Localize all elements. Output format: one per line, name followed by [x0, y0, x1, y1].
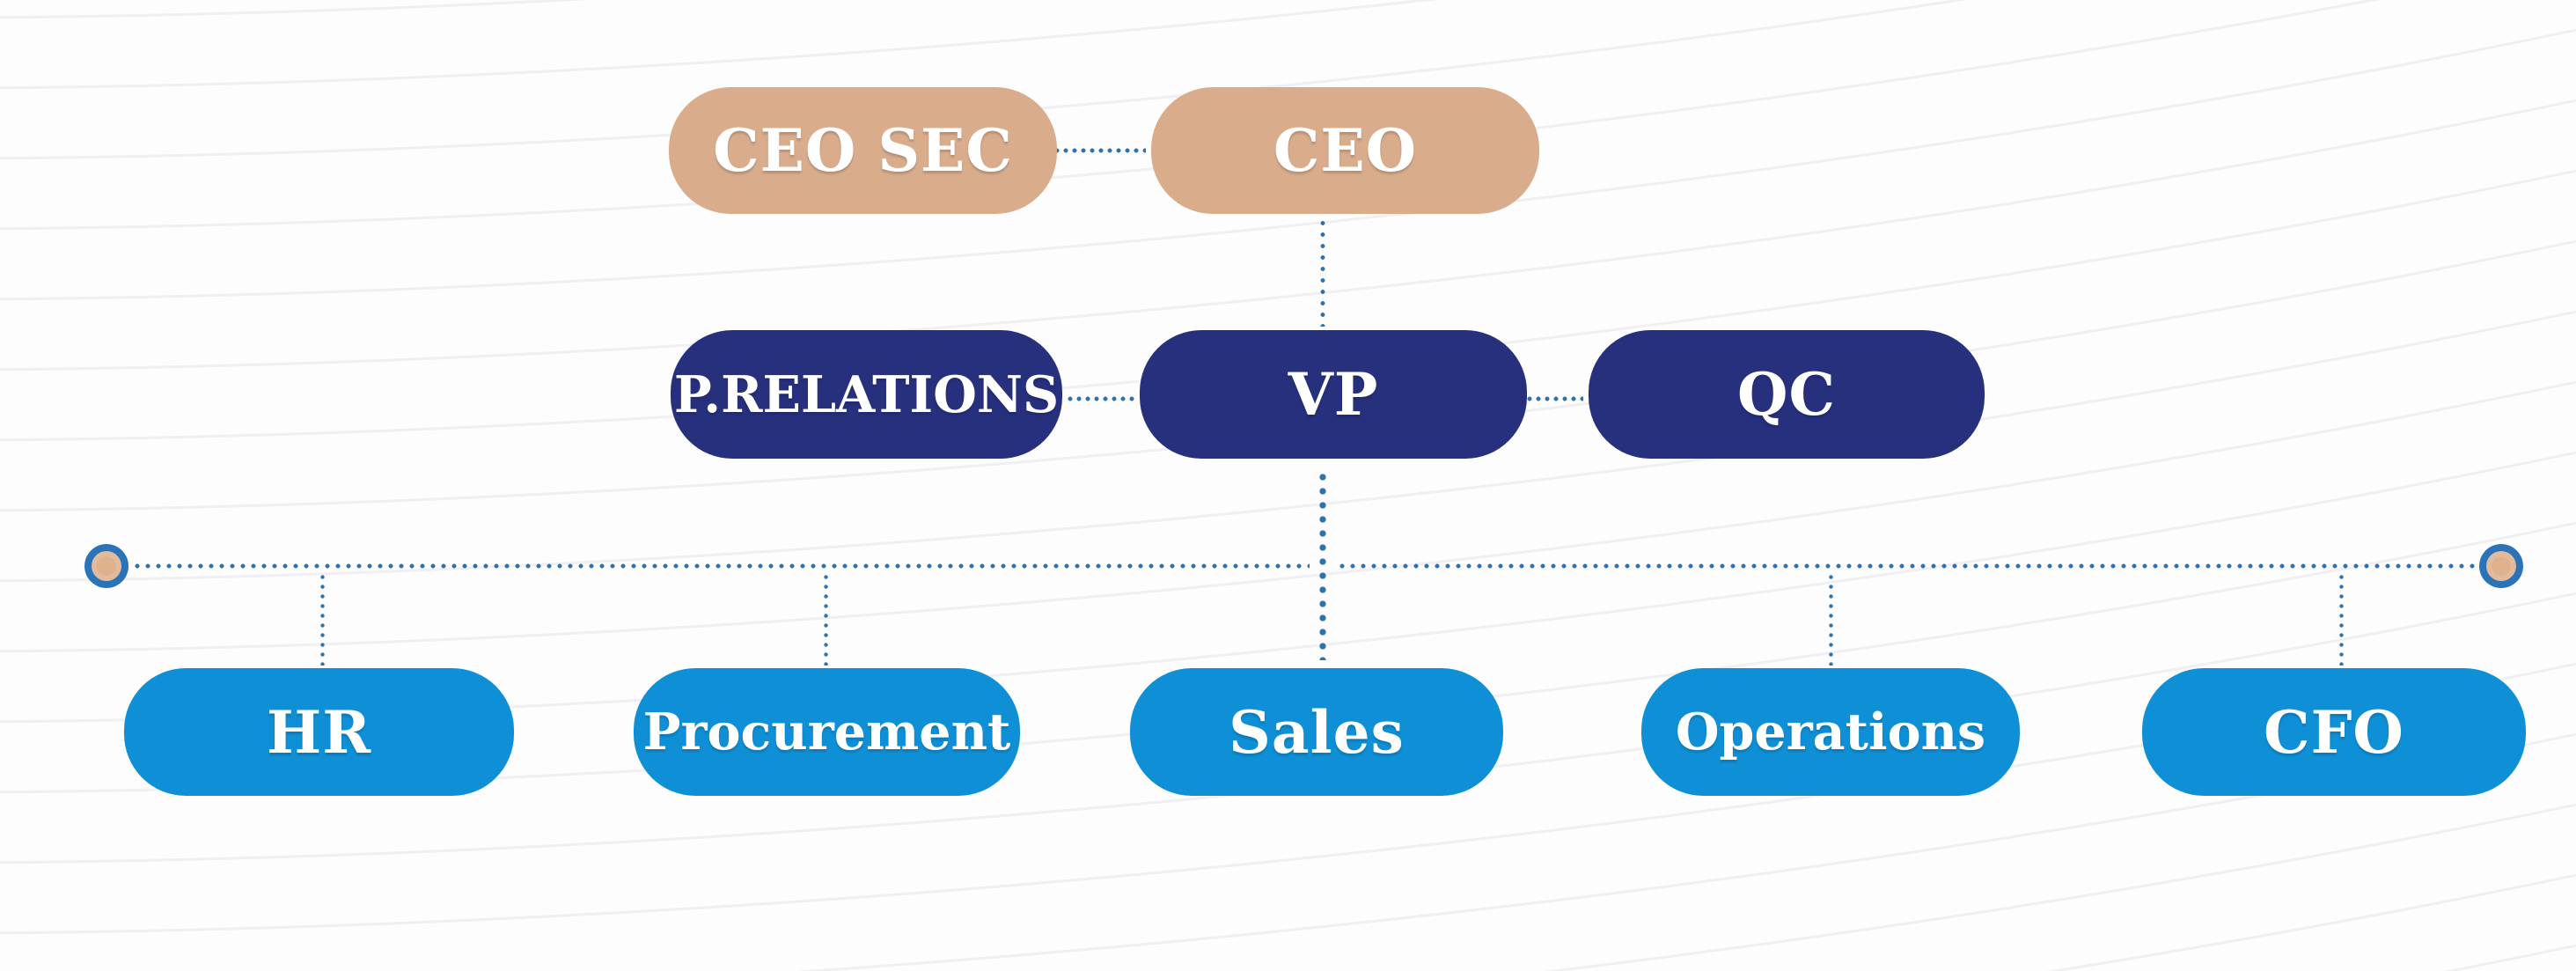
node-p-relations-label: P.RELATIONS	[673, 364, 1060, 424]
rail-endpoint-right-icon	[2479, 544, 2523, 588]
connector-drop-operations	[1829, 572, 1833, 666]
node-p-relations: P.RELATIONS	[671, 330, 1062, 459]
node-qc-label: QC	[1736, 360, 1837, 429]
rail-endpoint-core	[2486, 551, 2516, 581]
node-hr: HR	[124, 668, 514, 796]
branch-rail-right	[1337, 563, 2476, 569]
node-qc: QC	[1589, 330, 1985, 459]
node-hr-label: HR	[266, 697, 372, 767]
rail-endpoint-left-icon	[84, 544, 128, 588]
node-vp: VP	[1140, 330, 1527, 459]
node-operations: Operations	[1641, 668, 2020, 796]
node-ceo-label: CEO	[1273, 116, 1418, 185]
node-operations-label: Operations	[1675, 703, 1986, 761]
node-cfo-label: CFO	[2264, 697, 2404, 767]
connector-drop-procurement	[824, 572, 828, 666]
node-vp-label: VP	[1288, 360, 1379, 429]
connector-ceosec-ceo	[1053, 148, 1146, 153]
node-ceo-sec: CEO SEC	[669, 87, 1057, 214]
connector-drop-hr	[320, 572, 325, 666]
node-ceo: CEO	[1151, 87, 1539, 214]
connector-prelations-vp	[1066, 396, 1136, 401]
connector-vp-qc	[1525, 396, 1583, 401]
rail-endpoint-core	[92, 551, 121, 581]
connector-drop-cfo	[2339, 572, 2344, 666]
node-cfo: CFO	[2142, 668, 2526, 796]
node-procurement-label: Procurement	[642, 703, 1011, 761]
node-sales: Sales	[1130, 668, 1503, 796]
branch-rail-left	[132, 563, 1310, 569]
node-ceo-sec-label: CEO SEC	[713, 116, 1013, 185]
connector-vp-branch-trunk	[1319, 470, 1326, 660]
node-procurement: Procurement	[634, 668, 1020, 796]
node-sales-label: Sales	[1229, 697, 1405, 767]
connector-ceo-vp	[1320, 217, 1325, 327]
